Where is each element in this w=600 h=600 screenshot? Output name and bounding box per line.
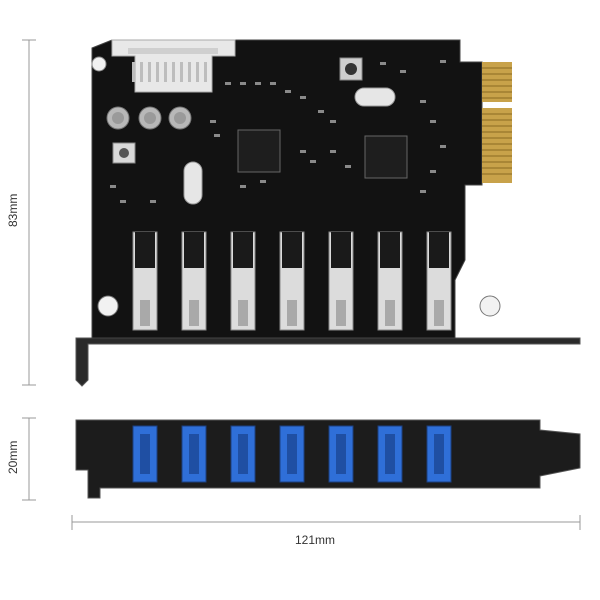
crystal-oscillator bbox=[354, 87, 396, 107]
usb3-port-icon bbox=[132, 425, 158, 483]
usb3-port-icon bbox=[328, 231, 354, 331]
usb3-port-icon bbox=[377, 425, 403, 483]
chip-icon bbox=[237, 129, 281, 173]
capacitor-icon bbox=[106, 106, 192, 130]
usb3-port-icon bbox=[279, 425, 305, 483]
usb3-port-icon bbox=[181, 425, 207, 483]
dimension-lines bbox=[22, 39, 581, 530]
pcie-edge-connector-icon bbox=[482, 62, 512, 183]
usb3-port-icon bbox=[279, 231, 305, 331]
crystal-oscillator bbox=[183, 161, 203, 205]
usb3-port-icon bbox=[230, 425, 256, 483]
chip-icon bbox=[364, 135, 408, 179]
pcb-top-view bbox=[75, 39, 581, 387]
usb3-port-icon bbox=[377, 231, 403, 331]
dimension-label-121mm: 121mm bbox=[295, 533, 336, 547]
mounting-hole-icon bbox=[97, 295, 119, 317]
mounting-hole-icon bbox=[91, 56, 107, 72]
usb3-port-icon bbox=[181, 231, 207, 331]
usb3-port-icon bbox=[426, 231, 452, 331]
bracket-plate-top-view bbox=[75, 337, 581, 387]
smd-components bbox=[110, 60, 446, 203]
usb3-port-icon bbox=[230, 231, 256, 331]
usb3-port-icon bbox=[426, 425, 452, 483]
usb-ports-top-view bbox=[132, 231, 452, 331]
usb3-port-icon bbox=[328, 425, 354, 483]
usb-ports-side-view bbox=[132, 425, 452, 483]
usb3-port-icon bbox=[132, 231, 158, 331]
dimension-label-83mm: 83mm bbox=[6, 193, 20, 227]
dimension-label-20mm: 20mm bbox=[6, 440, 20, 474]
sata-power-connector-icon bbox=[111, 39, 236, 93]
bracket-side-view bbox=[75, 419, 581, 499]
mounting-hole-icon bbox=[479, 295, 501, 317]
